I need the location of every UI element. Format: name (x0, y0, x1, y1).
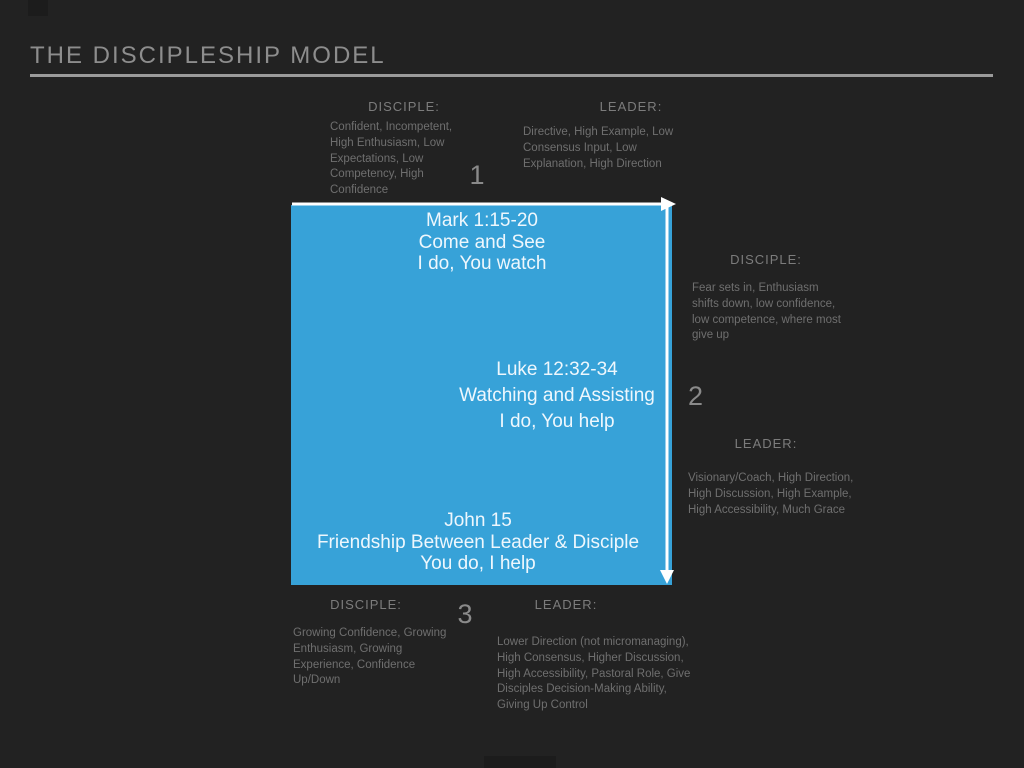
bottom-center-mark (484, 756, 556, 768)
stage2-leader-heading: LEADER: (734, 436, 798, 451)
phase1-title: Come and See (418, 231, 546, 253)
phase2-title: Watching and Assisting (459, 385, 655, 406)
stage1-disciple-heading: DISCIPLE: (368, 99, 440, 114)
phase1-motto: I do, You watch (417, 253, 547, 274)
phase2-reference: Luke 12:32-34 (496, 359, 618, 380)
phase3-title: Friendship Between Leader & Disciple (316, 531, 640, 553)
stage2-disciple-text: Fear sets in, Enthusiasm shifts down, lo… (692, 282, 841, 342)
phase2-block: Luke 12:32-34 Watching and Assisting I d… (407, 357, 707, 435)
discipleship-model-box (291, 205, 672, 585)
top-left-mark (28, 0, 48, 16)
phase3-block: John 15 Friendship Between Leader & Disc… (298, 510, 658, 575)
phase2-motto: I do, You help (499, 411, 615, 432)
stage2-number: 2 (688, 381, 704, 411)
phase1-reference: Mark 1:15-20 (426, 210, 538, 231)
stage3-disciple-text: Growing Confidence, Growing Enthusiasm, … (293, 627, 447, 687)
stage3-disciple-heading: DISCIPLE: (330, 597, 402, 612)
stage1-disciple-text: Confident, Incompetent, High Enthusiasm,… (330, 121, 453, 197)
phase3-reference: John 15 (444, 510, 512, 531)
stage1-leader-text: Directive, High Example, Low Consensus I… (523, 126, 674, 170)
stage2-leader-text: Visionary/Coach, High Direction, High Di… (688, 472, 854, 516)
stage2-disciple-heading: DISCIPLE: (730, 252, 802, 267)
stage3-leader-text: Lower Direction (not micromanaging), Hig… (497, 636, 691, 712)
phase3-motto: You do, I help (420, 553, 536, 574)
stage3-number: 3 (457, 599, 473, 629)
title-divider (30, 74, 993, 77)
phase1-block: Mark 1:15-20 Come and See I do, You watc… (332, 210, 632, 275)
stage1-leader-heading: LEADER: (599, 99, 663, 114)
stage1-number: 1 (469, 160, 485, 190)
stage3-leader-heading: LEADER: (534, 597, 598, 612)
page-title: THE DISCIPLESHIP MODEL (30, 42, 386, 69)
